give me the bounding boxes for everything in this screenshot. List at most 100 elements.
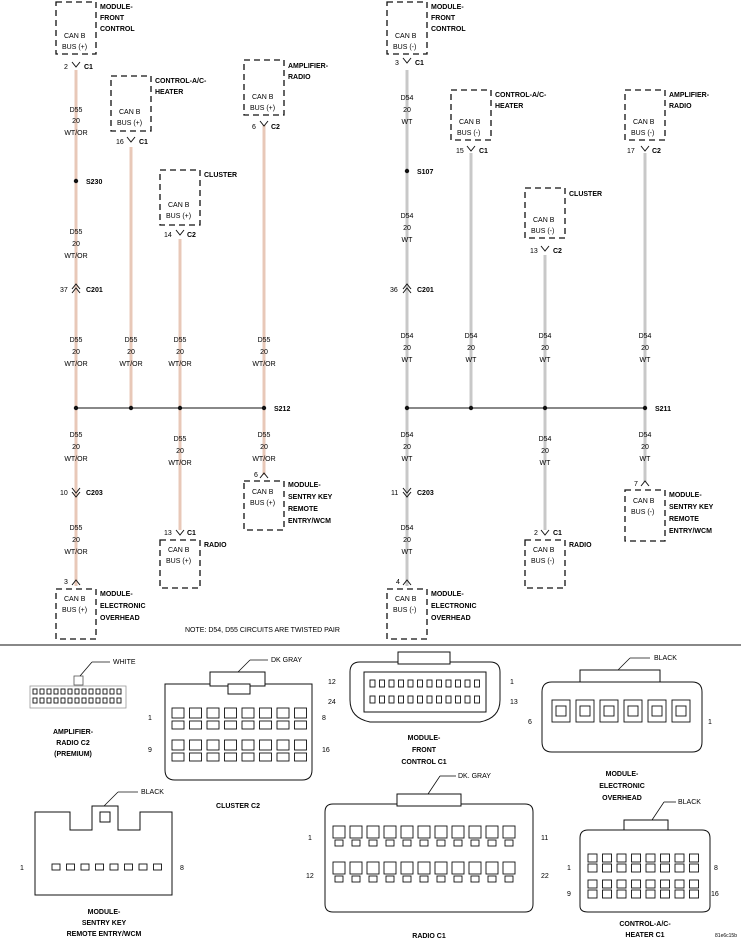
pin-cavity bbox=[689, 863, 699, 873]
pin-cavity bbox=[171, 707, 185, 719]
svg-text:WT/OR: WT/OR bbox=[252, 456, 275, 463]
right-inline-c201: 36 C201 bbox=[390, 283, 434, 294]
pin-cavity bbox=[88, 697, 94, 704]
pin-cavity bbox=[259, 720, 272, 730]
pin-cavity bbox=[645, 863, 656, 873]
pin-cavity bbox=[385, 839, 395, 847]
svg-text:WT: WT bbox=[402, 456, 414, 463]
svg-text:WT: WT bbox=[402, 549, 414, 556]
pin-cavity bbox=[616, 853, 627, 863]
pin-cavity bbox=[434, 861, 448, 875]
pin-cavity bbox=[67, 697, 73, 704]
svg-text:BLACK: BLACK bbox=[141, 789, 164, 796]
pin-cavity bbox=[485, 861, 499, 875]
pin-cavity bbox=[53, 688, 59, 695]
svg-text:20: 20 bbox=[403, 345, 411, 352]
pin-cavity bbox=[388, 695, 395, 704]
pin-cavity bbox=[689, 879, 699, 889]
pin-cavity bbox=[385, 875, 395, 883]
svg-text:D54: D54 bbox=[639, 432, 652, 439]
svg-text:CONTROL-A/C-: CONTROL-A/C- bbox=[495, 92, 547, 99]
pin-cavity bbox=[189, 707, 202, 719]
svg-text:20: 20 bbox=[260, 444, 268, 451]
svg-text:CAN B: CAN B bbox=[633, 498, 655, 505]
svg-text:FRONT: FRONT bbox=[412, 747, 437, 754]
svg-text:ELECTRONIC: ELECTRONIC bbox=[431, 603, 477, 610]
svg-text:C203: C203 bbox=[417, 490, 434, 497]
pin-cavity bbox=[294, 720, 307, 730]
pin-cavity bbox=[470, 839, 480, 847]
svg-text:MODULE-: MODULE- bbox=[408, 735, 441, 742]
svg-text:HEATER: HEATER bbox=[155, 89, 183, 96]
pin-cavity bbox=[407, 679, 414, 688]
svg-text:MODULE-: MODULE- bbox=[669, 492, 702, 499]
svg-text:CAN B: CAN B bbox=[252, 94, 274, 101]
svg-text:CAN B: CAN B bbox=[168, 547, 190, 554]
pin-cavity bbox=[332, 825, 346, 839]
pin-cavity bbox=[351, 839, 361, 847]
svg-text:BUS (-): BUS (-) bbox=[393, 607, 416, 614]
svg-text:MODULE-: MODULE- bbox=[288, 482, 321, 489]
pin-cavity bbox=[189, 720, 202, 730]
pin-cavity bbox=[171, 720, 185, 730]
pin-cavity bbox=[660, 879, 670, 889]
pin-cavity bbox=[351, 875, 361, 883]
pin-cavity bbox=[241, 720, 255, 730]
svg-text:11: 11 bbox=[391, 490, 398, 497]
svg-text:20: 20 bbox=[72, 118, 80, 125]
svg-text:WT/OR: WT/OR bbox=[64, 456, 87, 463]
svg-text:D54: D54 bbox=[639, 333, 652, 340]
pin-cavity bbox=[417, 825, 431, 839]
svg-text:24: 24 bbox=[328, 699, 336, 706]
svg-text:WT/OR: WT/OR bbox=[119, 361, 142, 368]
right-splice-s107: S107 bbox=[417, 169, 433, 176]
svg-text:15: 15 bbox=[456, 148, 464, 155]
pin-cavity bbox=[419, 875, 429, 883]
left-electronic-overhead: 3 MODULE- ELECTRONIC OVERHEAD CAN B BUS … bbox=[55, 579, 146, 640]
connector-radio-c1: DK. GRAY 1 11 12 22 RADIO C1 bbox=[306, 773, 549, 940]
svg-text:20: 20 bbox=[403, 107, 411, 114]
pin-cavity bbox=[631, 853, 641, 863]
pin-cavity bbox=[60, 688, 66, 695]
left-module-front-control: MODULE- FRONT CONTROL CAN B BUS (+) 2 C1 bbox=[55, 1, 135, 71]
pin-cavity bbox=[206, 720, 220, 730]
pin-cavity bbox=[32, 688, 38, 695]
svg-text:ELECTRONIC: ELECTRONIC bbox=[100, 603, 146, 610]
pin-cavity bbox=[276, 739, 290, 751]
pin-cavity bbox=[426, 695, 433, 704]
pin-cavity bbox=[445, 679, 452, 688]
pin-cavity bbox=[674, 853, 685, 863]
svg-text:CAN B: CAN B bbox=[252, 489, 274, 496]
svg-text:D55: D55 bbox=[174, 337, 187, 344]
pin-cavity bbox=[434, 825, 448, 839]
pin-cavity bbox=[206, 739, 220, 751]
svg-text:WT/OR: WT/OR bbox=[252, 361, 275, 368]
svg-text:4: 4 bbox=[396, 579, 400, 586]
svg-text:SENTRY KEY: SENTRY KEY bbox=[288, 494, 333, 501]
pin-cavity bbox=[383, 861, 397, 875]
svg-text:C201: C201 bbox=[86, 287, 103, 294]
svg-text:WT: WT bbox=[540, 357, 552, 364]
svg-text:OVERHEAD: OVERHEAD bbox=[100, 615, 140, 622]
pin-cavity bbox=[224, 752, 237, 762]
pin-cavity bbox=[66, 863, 75, 871]
pin-cavity bbox=[674, 879, 685, 889]
twisted-pair-note: NOTE: D54, D55 CIRCUITS ARE TWISTED PAIR bbox=[185, 627, 340, 634]
svg-text:6: 6 bbox=[254, 472, 258, 479]
svg-text:2: 2 bbox=[534, 530, 538, 537]
svg-text:20: 20 bbox=[72, 444, 80, 451]
pin-cavity bbox=[587, 863, 598, 873]
svg-text:C1: C1 bbox=[84, 64, 93, 71]
svg-text:AMPLIFIER-: AMPLIFIER- bbox=[288, 63, 329, 70]
pin-cavity bbox=[407, 695, 414, 704]
pin-cavity bbox=[474, 679, 480, 688]
pin-cavity bbox=[602, 879, 612, 889]
pin-cavity bbox=[81, 688, 87, 695]
connector-amplifier-radio-c2: WHITE AMPLIFIER- RADIO C2 (PREMIUM) bbox=[29, 659, 136, 758]
svg-text:13: 13 bbox=[510, 699, 518, 706]
pin-cavity bbox=[455, 695, 461, 704]
pin-cavity bbox=[502, 825, 516, 839]
svg-text:20: 20 bbox=[176, 448, 184, 455]
svg-text:20: 20 bbox=[403, 537, 411, 544]
pin-cavity bbox=[46, 688, 52, 695]
